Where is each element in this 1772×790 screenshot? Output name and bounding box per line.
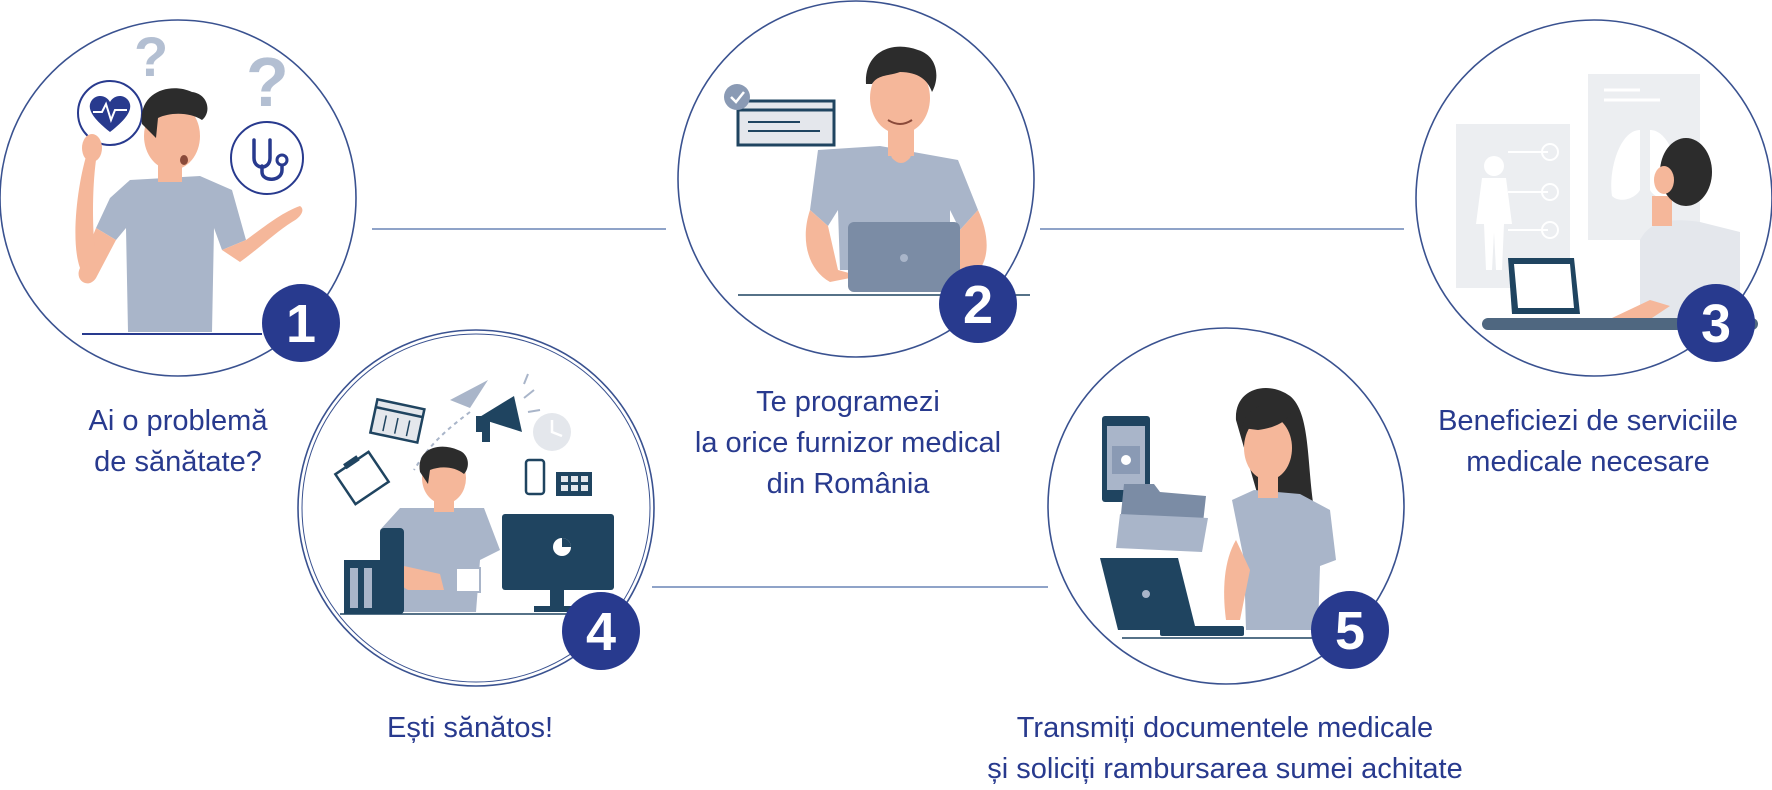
megaphone-icon <box>476 373 541 442</box>
step-1-illustration: ? ? <box>0 19 357 377</box>
calculator-icon <box>556 472 592 496</box>
caption-line: medicale necesare <box>1466 446 1710 478</box>
caption-line: Transmiți documentele medicale <box>1016 712 1434 744</box>
person-with-laptop <box>738 46 1030 296</box>
folder-icon <box>1116 484 1208 552</box>
paper-plane-icon <box>450 380 488 408</box>
calendar-icon <box>368 397 426 445</box>
clock-icon <box>533 413 571 451</box>
phone-icon <box>524 458 546 496</box>
stethoscope-icon <box>230 121 304 195</box>
caption-line: Ești sănătos! <box>386 712 554 744</box>
step-3-badge: 3 <box>1677 284 1755 362</box>
caption-line: din România <box>766 468 930 500</box>
step-3-number: 3 <box>1701 294 1731 354</box>
question-mark-icon: ? <box>134 25 168 88</box>
step-4-illustration <box>297 329 655 687</box>
step-5-illustration <box>1047 327 1405 685</box>
step-1-caption: Ai o problemă de sănătate? <box>48 401 308 483</box>
step-5-number: 5 <box>1335 601 1365 661</box>
body-chart <box>1456 124 1570 288</box>
caption-line: la orice furnizor medical <box>694 427 1002 459</box>
step-3-caption: Beneficiezi de serviciile medicale neces… <box>1408 401 1768 483</box>
step-5-caption: Transmiți documentele medicale și solici… <box>930 708 1520 790</box>
step-2-caption: Te programezi la orice furnizor medical … <box>668 382 1028 505</box>
step-4-number: 4 <box>586 602 616 662</box>
step-5-badge: 5 <box>1311 591 1389 669</box>
caption-line: Beneficiezi de serviciile <box>1438 405 1738 437</box>
confused-person <box>75 88 303 335</box>
caption-line: de sănătate? <box>94 446 262 478</box>
person-at-desk <box>340 446 616 615</box>
caption-line: Ai o problemă <box>88 405 268 437</box>
appointment-window-icon <box>724 84 836 147</box>
caption-line: Te programezi <box>756 386 940 418</box>
woman-with-laptop <box>1100 388 1336 639</box>
dashed-flight-path <box>413 411 471 471</box>
step-1-number: 1 <box>286 294 316 354</box>
step-4-caption: Ești sănătos! <box>330 708 610 749</box>
step-2-badge: 2 <box>939 265 1017 343</box>
caption-line: și soliciți rambursarea sumei achitate <box>987 753 1463 785</box>
tablet-icon <box>1102 416 1150 502</box>
step-2-number: 2 <box>963 275 993 335</box>
step-4-circle-inner <box>301 333 651 683</box>
step-1-badge: 1 <box>262 284 340 362</box>
heart-icon <box>77 80 143 146</box>
step-2-illustration <box>677 0 1035 358</box>
question-mark-icon: ? <box>246 43 289 121</box>
step-4-badge: 4 <box>562 592 640 670</box>
clipboard-icon <box>333 450 391 506</box>
